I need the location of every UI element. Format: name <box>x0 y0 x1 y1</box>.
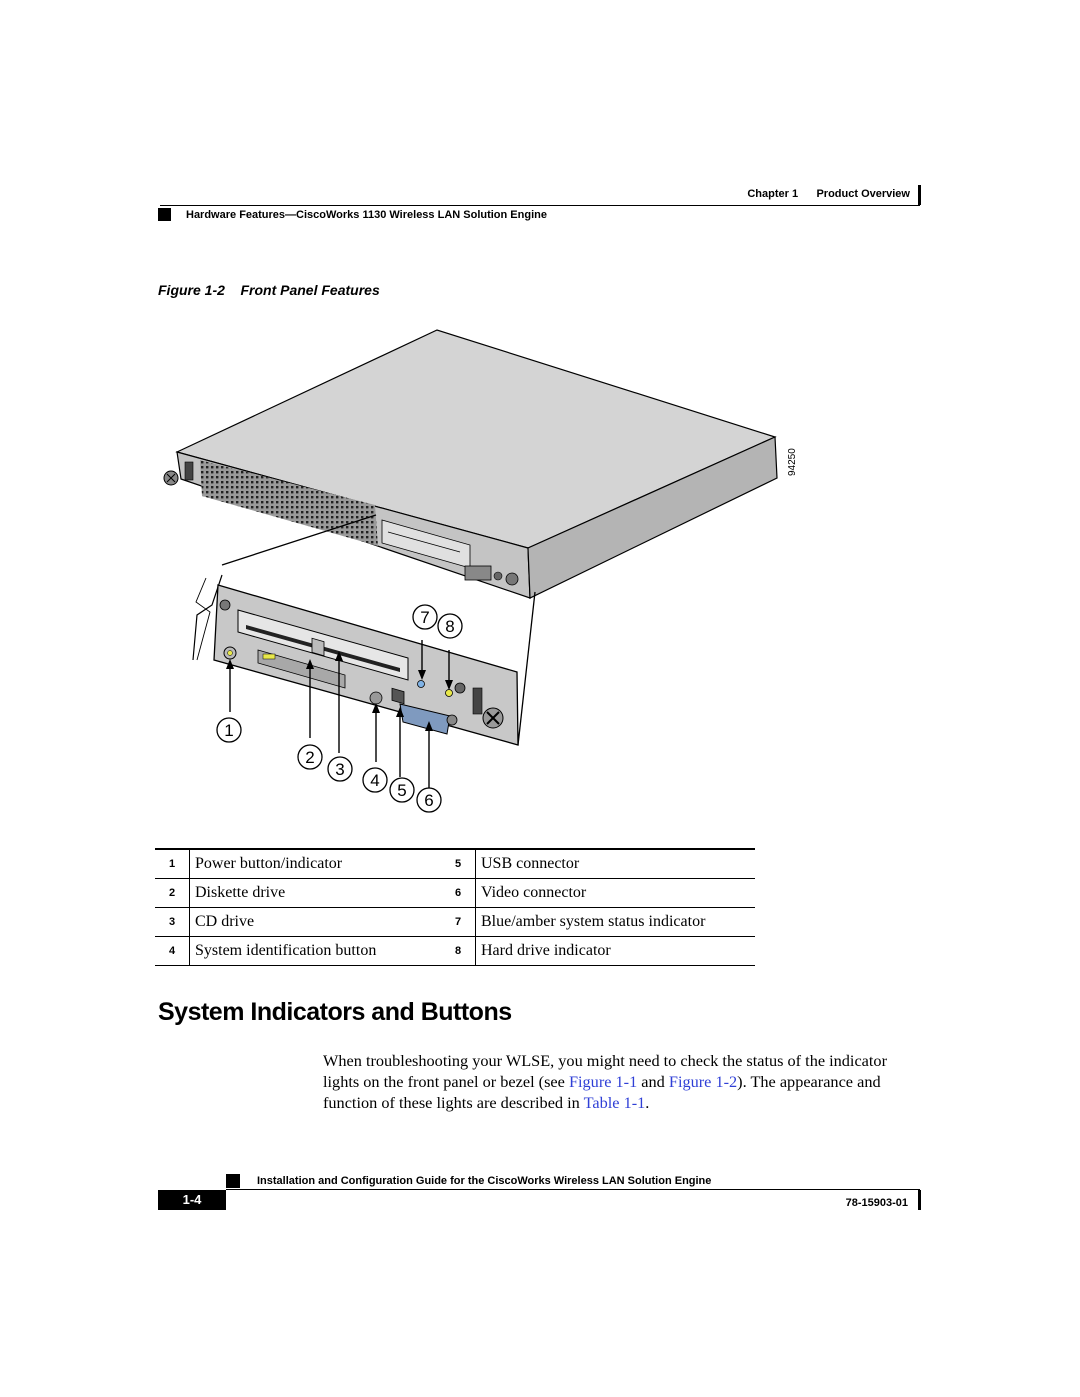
legend-number: 4 <box>155 936 190 966</box>
figure-label: Figure 1-2 <box>158 282 225 298</box>
body-text: ). The appearance and function of these … <box>323 1072 881 1112</box>
front-panel-illustration: 94250 <box>163 329 798 813</box>
footer-edge-bar <box>918 1190 921 1210</box>
legend-number: 3 <box>155 907 190 937</box>
legend-label: System identification button <box>189 936 441 966</box>
art-id: 94250 <box>787 448 798 476</box>
running-header-section: Hardware Features—CiscoWorks 1130 Wirele… <box>186 209 547 221</box>
callout-8: 8 <box>445 617 454 636</box>
callout-leaders <box>229 640 450 788</box>
body-text: . <box>645 1093 650 1112</box>
section-heading: System Indicators and Buttons <box>158 998 512 1026</box>
callout-3: 3 <box>335 760 344 779</box>
footer-marker-square <box>226 1174 240 1188</box>
figure-legend-table: 1 Power button/indicator 5 USB connector… <box>155 848 755 966</box>
legend-number: 2 <box>155 878 190 908</box>
legend-label: Blue/amber system status indicator <box>475 907 755 937</box>
footer-book-title: Installation and Configuration Guide for… <box>257 1175 712 1187</box>
callout-4: 4 <box>370 771 379 790</box>
callout-6: 6 <box>424 791 433 810</box>
callout-2: 2 <box>305 748 314 767</box>
page-number: 1-4 <box>158 1190 226 1210</box>
drive-led-icon <box>445 689 453 697</box>
body-paragraph: When troubleshooting your WLSE, you migh… <box>323 1050 923 1113</box>
legend-label: USB connector <box>475 848 755 879</box>
figure-title: Front Panel Features <box>240 282 380 298</box>
legend-label: Hard drive indicator <box>475 936 755 966</box>
body-text: When troubleshooting your WLSE, you migh… <box>323 1051 887 1091</box>
table-row: 3 CD drive 7 Blue/amber system status in… <box>155 907 755 937</box>
legend-label: Power button/indicator <box>189 848 441 879</box>
header-chapter-title: Product Overview <box>816 188 910 200</box>
callout-1: 1 <box>224 721 233 740</box>
body-text: and <box>637 1072 669 1091</box>
callout-labels: 1 2 3 4 5 6 7 8 <box>216 604 463 813</box>
header-rule <box>160 205 920 206</box>
front-vent-grille <box>200 460 378 546</box>
table-1-1-link[interactable]: Table 1-1 <box>583 1093 646 1112</box>
document-number: 78-15903-01 <box>845 1197 908 1209</box>
legend-label: CD drive <box>189 907 441 937</box>
figure-1-1-link[interactable]: Figure 1-1 <box>568 1072 638 1091</box>
callout-7: 7 <box>420 608 429 627</box>
legend-label: Video connector <box>475 878 755 908</box>
header-edge-bar <box>918 185 921 205</box>
chassis-side <box>527 436 778 599</box>
legend-number: 7 <box>441 907 476 937</box>
header-chapter-number: Chapter 1 <box>747 188 799 200</box>
legend-number: 8 <box>441 936 476 966</box>
callout-5: 5 <box>397 781 406 800</box>
status-led-icon <box>417 680 425 688</box>
legend-number: 1 <box>155 848 190 879</box>
callout-arrowheads <box>226 651 453 731</box>
legend-number: 6 <box>441 878 476 908</box>
header-marker-square <box>158 208 171 221</box>
figure-caption: Figure 1-2 Front Panel Features <box>158 282 380 298</box>
figure-1-2-link[interactable]: Figure 1-2 <box>668 1072 738 1091</box>
legend-number: 5 <box>441 848 476 879</box>
table-row: 4 System identification button 8 Hard dr… <box>155 936 755 966</box>
running-header-chapter: Chapter 1 Product Overview <box>600 188 910 200</box>
table-row: 1 Power button/indicator 5 USB connector <box>155 848 755 879</box>
legend-label: Diskette drive <box>189 878 441 908</box>
footer-rule <box>226 1189 920 1190</box>
table-row: 2 Diskette drive 6 Video connector <box>155 878 755 908</box>
